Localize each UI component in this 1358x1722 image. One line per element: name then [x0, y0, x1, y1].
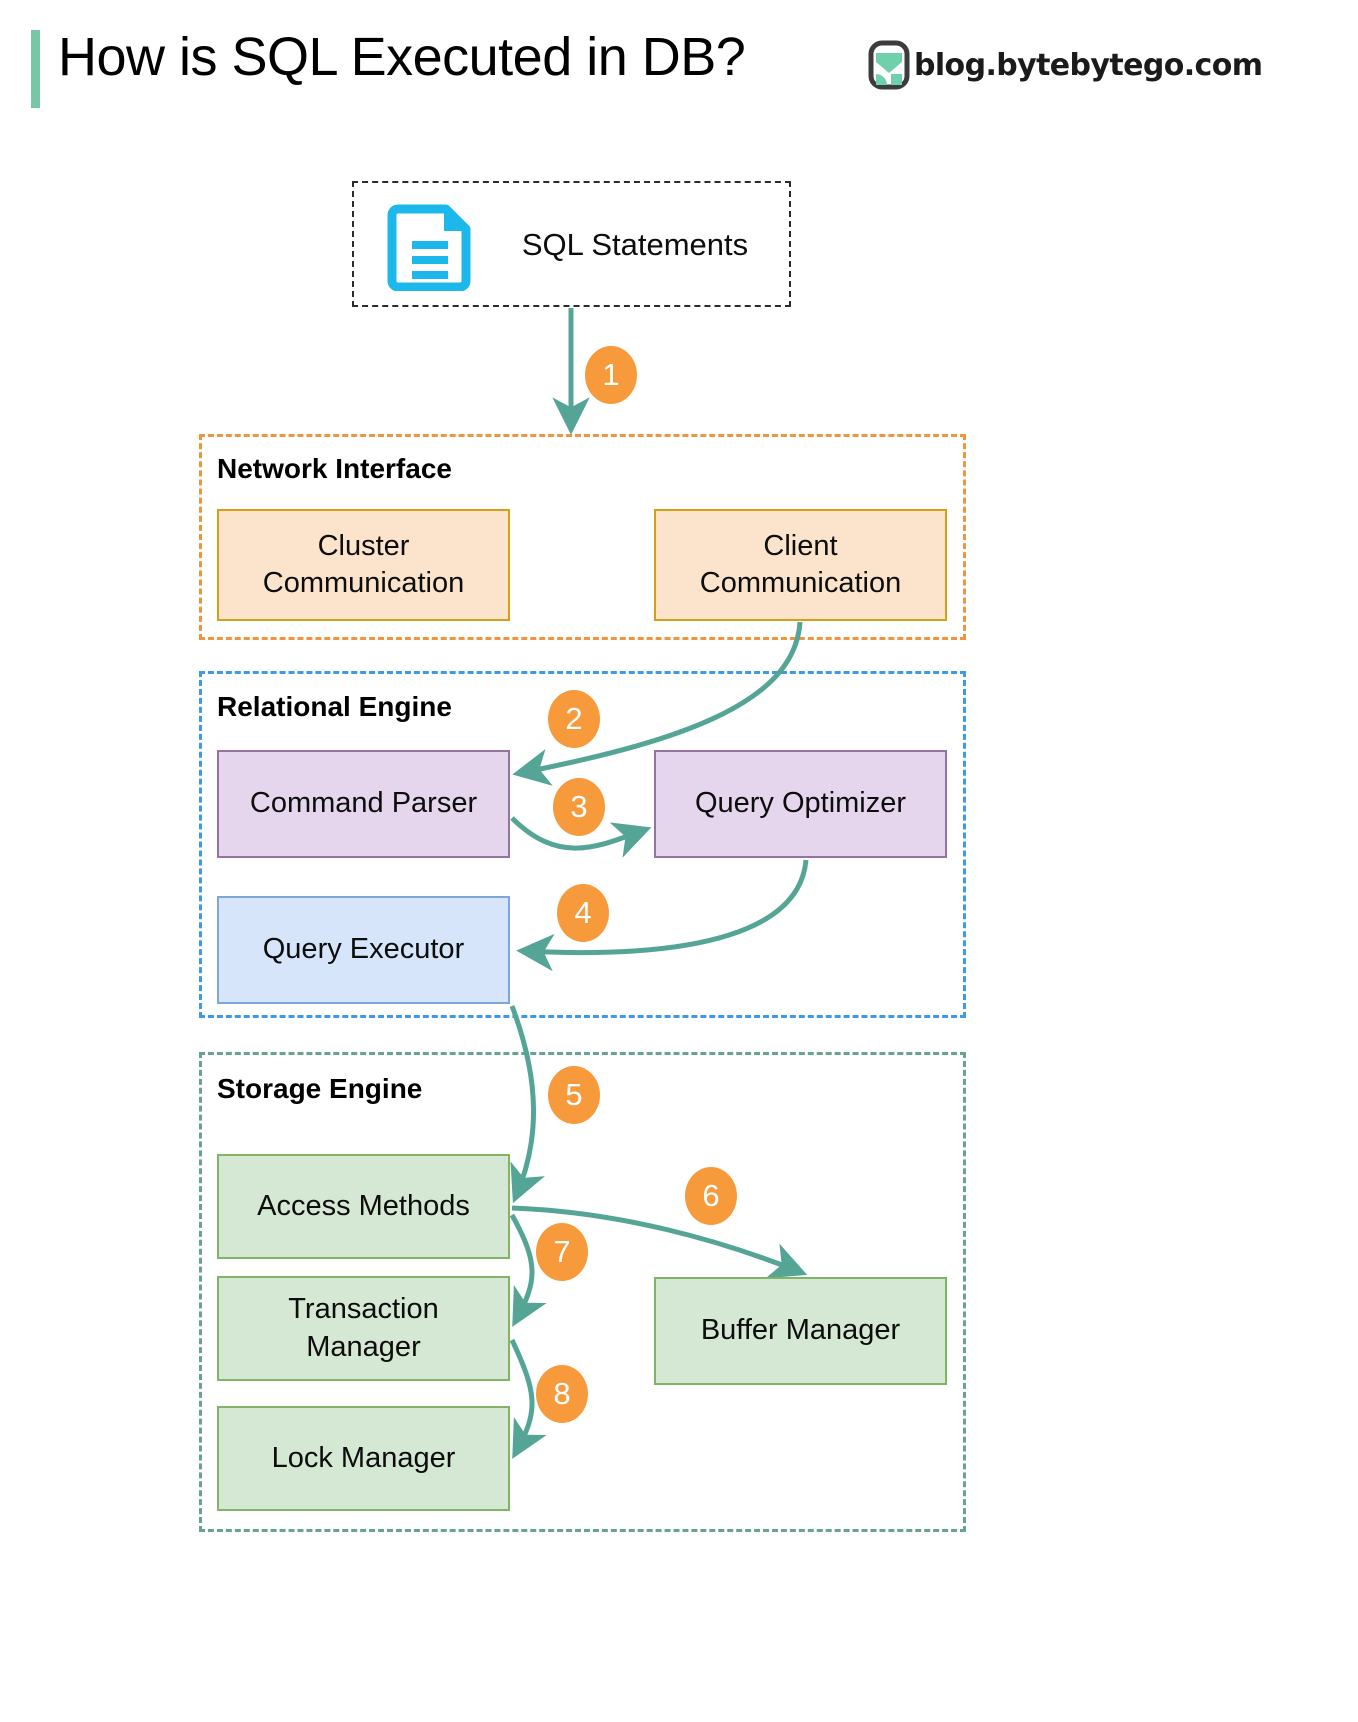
sql-statements-label: SQL Statements — [521, 227, 749, 262]
node-buffer-manager[interactable]: Buffer Manager — [654, 1277, 947, 1385]
client-communication-line2: Communication — [699, 567, 902, 599]
step-badge-1: 1 — [585, 346, 637, 404]
bytebytego-logo-icon — [868, 40, 910, 90]
query-optimizer-label: Query Optimizer — [694, 787, 907, 820]
page-header: How is SQL Executed in DB? blog.bytebyte… — [0, 0, 1358, 130]
step-badge-2: 2 — [548, 690, 600, 748]
command-parser-label: Command Parser — [249, 787, 478, 820]
node-query-optimizer[interactable]: Query Optimizer — [654, 750, 947, 858]
buffer-manager-label: Buffer Manager — [700, 1314, 901, 1347]
access-methods-label: Access Methods — [257, 1189, 470, 1222]
node-command-parser[interactable]: Command Parser — [217, 750, 510, 858]
node-lock-manager[interactable]: Lock Manager — [217, 1406, 510, 1511]
document-icon — [386, 199, 478, 292]
cluster-communication-line1: Cluster — [317, 529, 410, 562]
query-executor-label: Query Executor — [262, 933, 465, 966]
step-badge-3: 3 — [553, 778, 605, 836]
step-badge-7: 7 — [536, 1223, 588, 1281]
step-badge-4: 4 — [557, 884, 609, 942]
network-interface-title: Network Interface — [217, 453, 452, 484]
client-communication-line1: Client — [763, 529, 838, 562]
lock-manager-label: Lock Manager — [271, 1441, 456, 1474]
title-accent-bar — [31, 30, 40, 108]
storage-engine-title: Storage Engine — [217, 1073, 423, 1104]
step-badge-5: 5 — [548, 1066, 600, 1124]
step-badge-8: 8 — [536, 1365, 588, 1423]
cluster-communication-line2: Communication — [262, 567, 465, 599]
transaction-manager-line1: Transaction — [288, 1293, 439, 1326]
node-cluster-communication[interactable]: Cluster Communication — [217, 509, 510, 621]
page-title: How is SQL Executed in DB? — [58, 27, 746, 87]
brand-text: blog.bytebytego.com — [914, 47, 1263, 83]
brand: blog.bytebytego.com — [868, 40, 1263, 90]
node-access-methods[interactable]: Access Methods — [217, 1154, 510, 1259]
node-query-executor[interactable]: Query Executor — [217, 896, 510, 1004]
relational-engine-title: Relational Engine — [217, 691, 452, 722]
node-client-communication[interactable]: Client Communication — [654, 509, 947, 621]
step-badge-6: 6 — [685, 1167, 737, 1225]
transaction-manager-line2: Manager — [306, 1330, 421, 1363]
node-transaction-manager[interactable]: Transaction Manager — [217, 1276, 510, 1381]
